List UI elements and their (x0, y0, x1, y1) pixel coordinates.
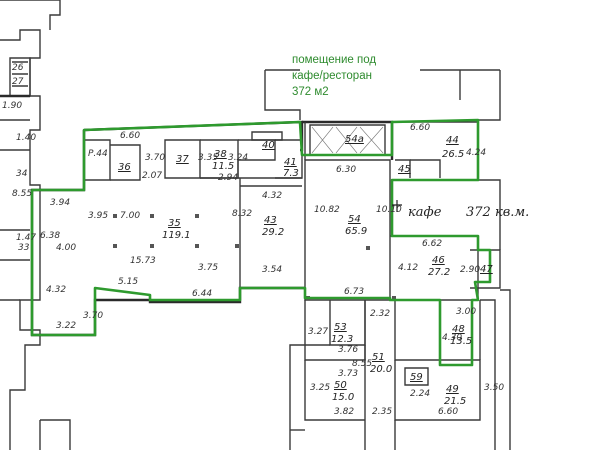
top-number: 26 (12, 63, 24, 73)
room-46-num: 46 (432, 255, 445, 266)
room-labels: 35 119.1 36 37 38 11.5 40 41 7.3 43 29.2… (118, 134, 493, 407)
dim: 3.95 (88, 211, 108, 221)
dim: 2.94 (218, 173, 238, 183)
dim: 1.40 (16, 133, 36, 143)
room-51-area: 20.0 (370, 364, 392, 375)
annotation-line: кафе/ресторан (292, 70, 372, 82)
room-48-area: 13.5 (450, 336, 472, 347)
room-36-num: 36 (118, 162, 131, 173)
room-51-num: 51 (372, 352, 385, 363)
left-block-walls (0, 0, 71, 450)
room-46-area: 27.2 (428, 267, 450, 278)
dim: 1.90 (2, 101, 22, 111)
dim: 10.82 (314, 205, 340, 215)
room-44-hint: Р.44 (88, 149, 108, 159)
annotation-line: помещение под (292, 54, 377, 66)
dim: 3.24 (228, 153, 248, 163)
dimension-labels: 6.60 3.70 3.35 3.24 2.07 2.94 4.32 3.94 … (2, 101, 504, 417)
dim: 3.82 (334, 407, 354, 417)
dim: 3.94 (50, 198, 70, 208)
dim: 3.73 (338, 369, 358, 379)
dim: 3.70 (145, 153, 165, 163)
dim: 3.75 (198, 263, 218, 273)
top-number: 34 (16, 169, 28, 179)
room-50-area: 15.0 (332, 392, 354, 403)
dim: 6.60 (438, 407, 458, 417)
room-50-num: 50 (334, 380, 347, 391)
dim: 4.00 (56, 243, 76, 253)
room-43-num: 43 (264, 215, 277, 226)
dim: 6.73 (344, 287, 364, 297)
room-41-num: 41 (284, 157, 297, 168)
dim: 8.32 (232, 209, 252, 219)
dim: 1.47 (16, 233, 36, 243)
dim: 2.24 (410, 389, 430, 399)
cafe-handwritten-note: кафе 372 кв.м. (392, 200, 529, 220)
room-44-area: 26.5 (442, 149, 464, 160)
dim: 15.73 (130, 256, 156, 266)
room-44-num: 44 (446, 135, 459, 146)
dim: 4.30 (442, 333, 462, 343)
room-54a-hatch (311, 126, 384, 154)
room-35-num: 35 (168, 218, 181, 229)
dim: 8.55 (352, 359, 372, 369)
dim: 6.60 (120, 131, 140, 141)
dim: 6.60 (410, 123, 430, 133)
dim: 3.00 (456, 307, 476, 317)
dim: 3.22 (56, 321, 76, 331)
room-47-num: 47 (480, 264, 493, 275)
top-number: 33 (18, 243, 30, 253)
dim: 6.44 (192, 289, 212, 299)
room-41-area: 7.3 (283, 168, 299, 179)
dim: 2.32 (370, 309, 390, 319)
room-54-num: 54 (348, 214, 361, 225)
dim: 3.70 (83, 311, 103, 321)
dim: 3.76 (338, 345, 358, 355)
room-54a-num: 54а (345, 134, 364, 145)
dim: 6.30 (336, 165, 356, 175)
dim: 5.15 (118, 277, 138, 287)
small-labels: Р.44 26 27 34 33 (12, 63, 108, 253)
room-38-num: 38 (214, 149, 227, 160)
dim: 2.07 (142, 171, 162, 181)
room-48-num: 48 (452, 324, 465, 335)
room-45-num: 45 (398, 164, 411, 175)
dim: 2.35 (372, 407, 392, 417)
dim: 4.32 (46, 285, 66, 295)
premises-annotation: помещение под кафе/ресторан 372 м2 (292, 52, 376, 100)
dim: 10.10 (376, 205, 402, 215)
room-37-num: 37 (176, 154, 189, 165)
dim: 7.00 (120, 211, 140, 221)
dim: 3.35 (198, 153, 218, 163)
room-43-area: 29.2 (262, 227, 284, 238)
room-53-num: 53 (334, 322, 347, 333)
dim: 4.12 (398, 263, 418, 273)
room-35-area: 119.1 (162, 230, 191, 241)
room-59-num: 59 (410, 372, 423, 383)
dim: 8.55 (12, 189, 32, 199)
room-54-area: 65.9 (345, 226, 367, 237)
dim: 3.25 (310, 383, 330, 393)
dim: 4.24 (466, 148, 486, 158)
dim: 3.27 (308, 327, 328, 337)
dim: 6.38 (40, 231, 60, 241)
dim: 4.32 (262, 191, 282, 201)
cafe-outline (30, 118, 492, 367)
dim: 2.90 (460, 265, 480, 275)
cafe-label: кафе (408, 205, 442, 220)
dim: 3.54 (262, 265, 282, 275)
cafe-area-note: 372 кв.м. (466, 205, 529, 220)
room-49-num: 49 (446, 384, 459, 395)
room-40-num: 40 (262, 140, 275, 151)
annotation-line: 372 м2 (292, 86, 329, 98)
room-49-area: 21.5 (444, 396, 466, 407)
room-38-area: 11.5 (212, 161, 234, 172)
top-number: 27 (12, 77, 24, 87)
dim: 3.50 (484, 383, 504, 393)
room-53-area: 12.3 (331, 334, 353, 345)
dim: 6.62 (422, 239, 442, 249)
